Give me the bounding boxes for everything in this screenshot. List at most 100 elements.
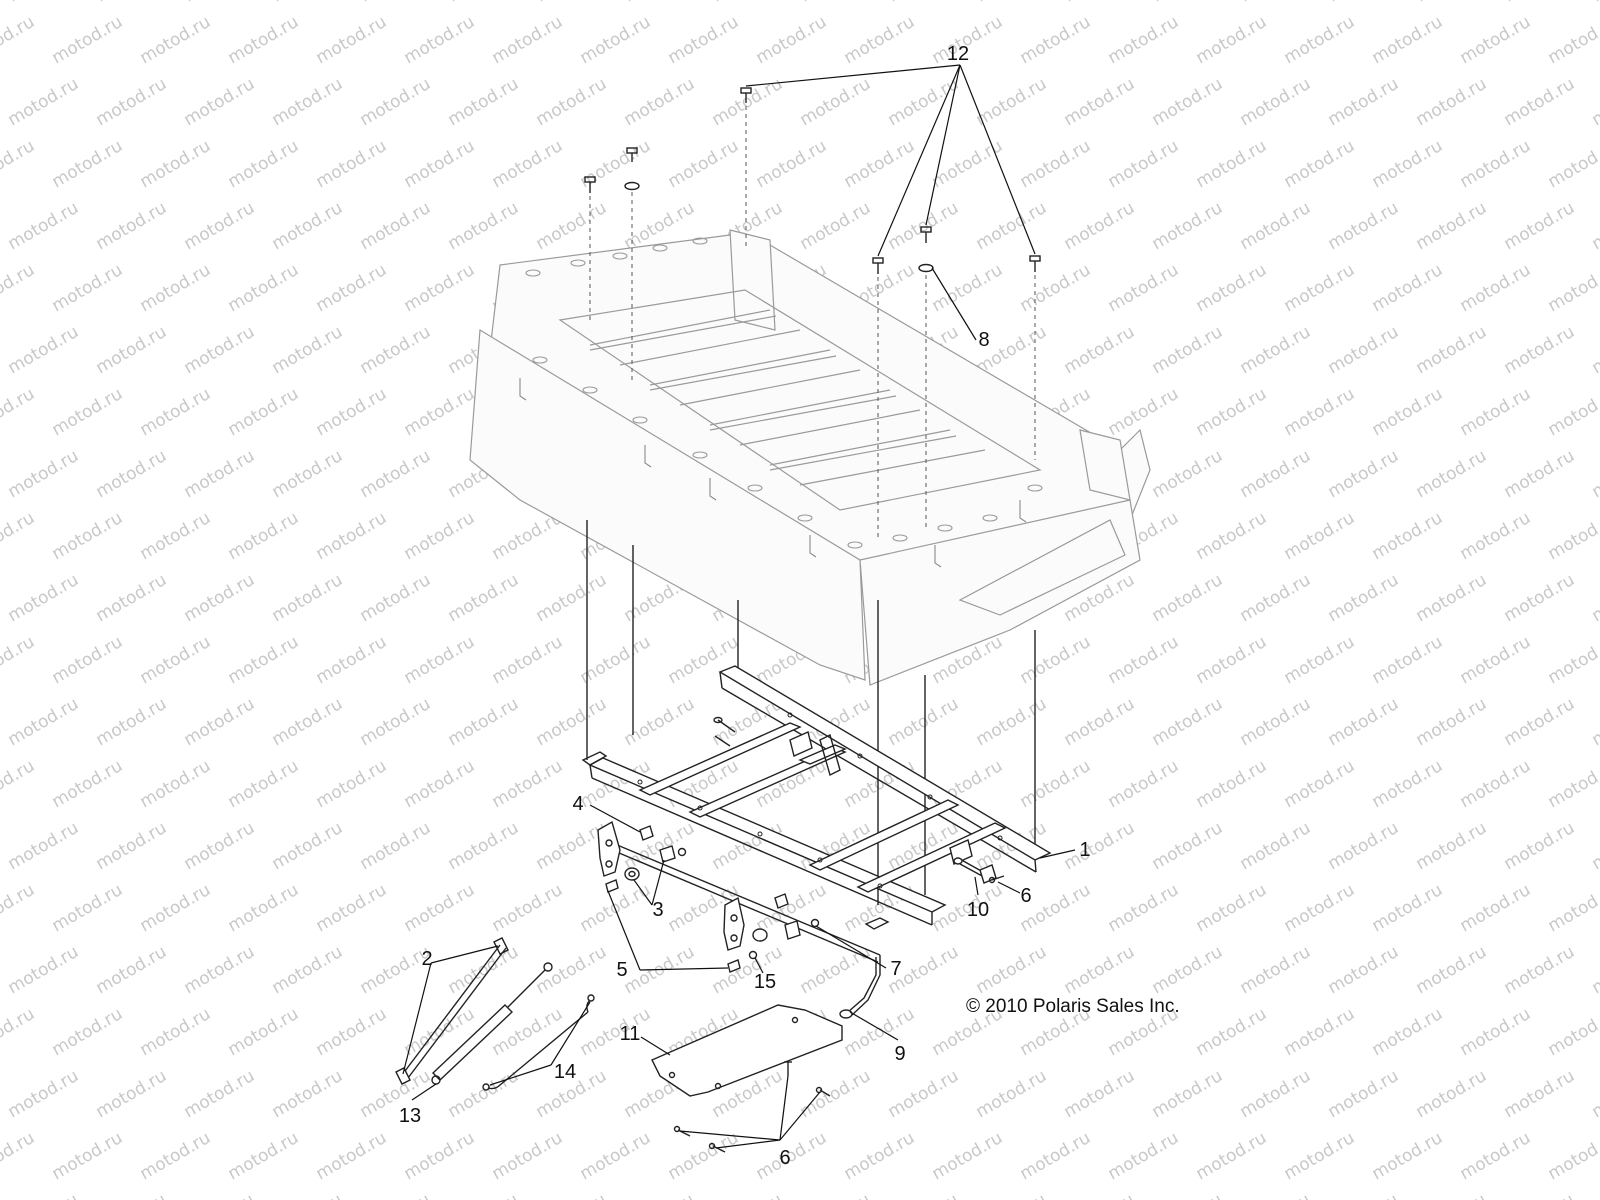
watermark-text: motod.ru bbox=[533, 570, 611, 626]
callout-14: 14 bbox=[554, 1061, 576, 1083]
watermark-text: motod.ru bbox=[533, 1190, 611, 1200]
watermark-text: motod.ru bbox=[269, 570, 347, 626]
watermark-text: motod.ru bbox=[313, 756, 391, 812]
watermark-text: motod.ru bbox=[181, 694, 259, 750]
watermark-text: motod.ru bbox=[93, 0, 171, 6]
watermark-text: motod.ru bbox=[1545, 12, 1600, 68]
watermark-text: motod.ru bbox=[1501, 322, 1579, 378]
watermark-text: motod.ru bbox=[665, 136, 743, 192]
watermark-text: motod.ru bbox=[445, 942, 523, 998]
watermark-text: motod.ru bbox=[93, 818, 171, 874]
watermark-text: motod.ru bbox=[445, 0, 523, 6]
watermark-text: motod.ru bbox=[489, 12, 567, 68]
watermark-text: motod.ru bbox=[1281, 508, 1359, 564]
watermark-text: motod.ru bbox=[49, 1128, 127, 1184]
watermark-text: motod.ru bbox=[1017, 136, 1095, 192]
watermark-text: motod.ru bbox=[181, 198, 259, 254]
watermark-text: motod.ru bbox=[0, 136, 38, 192]
watermark-text: motod.ru bbox=[1457, 508, 1535, 564]
watermark-text: motod.ru bbox=[885, 1190, 963, 1200]
watermark-text: motod.ru bbox=[225, 508, 303, 564]
watermark-text: motod.ru bbox=[1237, 446, 1315, 502]
watermark-text: motod.ru bbox=[49, 880, 127, 936]
watermark-text: motod.ru bbox=[1545, 1004, 1600, 1060]
watermark-text: motod.ru bbox=[1457, 136, 1535, 192]
watermark-text: motod.ru bbox=[885, 0, 963, 6]
pivot-bolt-10 bbox=[953, 857, 997, 884]
watermark-text: motod.ru bbox=[181, 1190, 259, 1200]
watermark-text: motod.ru bbox=[1149, 74, 1227, 130]
watermark-text: motod.ru bbox=[137, 384, 215, 440]
screw-set-6-lower bbox=[673, 1061, 831, 1153]
watermark-text: motod.ru bbox=[1589, 198, 1600, 254]
watermark-text: motod.ru bbox=[5, 0, 83, 6]
watermark-text: motod.ru bbox=[1149, 446, 1227, 502]
watermark-text: motod.ru bbox=[1413, 1066, 1491, 1122]
cargo-box bbox=[469, 229, 1151, 686]
watermark-text: motod.ru bbox=[709, 74, 787, 130]
watermark-text: motod.ru bbox=[137, 508, 215, 564]
watermark-text: motod.ru bbox=[1017, 1128, 1095, 1184]
watermark-text: motod.ru bbox=[1061, 0, 1139, 6]
watermark-text: motod.ru bbox=[445, 1066, 523, 1122]
watermark-text: motod.ru bbox=[1105, 12, 1183, 68]
watermark-text: motod.ru bbox=[1017, 12, 1095, 68]
watermark-text: motod.ru bbox=[137, 756, 215, 812]
watermark-text: motod.ru bbox=[313, 1004, 391, 1060]
callout-15: 15 bbox=[754, 971, 776, 993]
watermark-text: motod.ru bbox=[1589, 1066, 1600, 1122]
watermark-text: motod.ru bbox=[1545, 260, 1600, 316]
watermark-text: motod.ru bbox=[1369, 880, 1447, 936]
watermark-text: motod.ru bbox=[49, 12, 127, 68]
callout-1: 1 bbox=[1079, 839, 1090, 861]
watermark-text: motod.ru bbox=[5, 1190, 83, 1200]
watermark-text: motod.ru bbox=[49, 384, 127, 440]
watermark-text: motod.ru bbox=[1545, 1128, 1600, 1184]
watermark-text: motod.ru bbox=[1325, 942, 1403, 998]
watermark-text: motod.ru bbox=[1325, 446, 1403, 502]
bolt-set-12 bbox=[584, 87, 1041, 274]
watermark-text: motod.ru bbox=[929, 260, 1007, 316]
watermark-text: motod.ru bbox=[1281, 880, 1359, 936]
watermark-text: motod.ru bbox=[1237, 74, 1315, 130]
watermark-text: motod.ru bbox=[313, 260, 391, 316]
watermark-text: motod.ru bbox=[1193, 12, 1271, 68]
watermark-text: motod.ru bbox=[313, 1128, 391, 1184]
watermark-text: motod.ru bbox=[885, 694, 963, 750]
watermark-text: motod.ru bbox=[269, 1190, 347, 1200]
watermark-text: motod.ru bbox=[1413, 446, 1491, 502]
watermark-text: motod.ru bbox=[797, 0, 875, 6]
callout-6-lower: 6 bbox=[779, 1147, 790, 1169]
watermark-text: motod.ru bbox=[1589, 942, 1600, 998]
watermark-text: motod.ru bbox=[445, 570, 523, 626]
watermark-text: motod.ru bbox=[1413, 942, 1491, 998]
watermark-text: motod.ru bbox=[181, 446, 259, 502]
watermark-text: motod.ru bbox=[1237, 818, 1315, 874]
watermark-text: motod.ru bbox=[1325, 818, 1403, 874]
watermark-text: motod.ru bbox=[225, 756, 303, 812]
watermark-text: motod.ru bbox=[5, 322, 83, 378]
watermark-text: motod.ru bbox=[1105, 632, 1183, 688]
watermark-text: motod.ru bbox=[225, 136, 303, 192]
watermark-text: motod.ru bbox=[577, 12, 655, 68]
watermark-text: motod.ru bbox=[1369, 756, 1447, 812]
watermark-text: motod.ru bbox=[973, 198, 1051, 254]
watermark-text: motod.ru bbox=[665, 632, 743, 688]
watermark-text: motod.ru bbox=[137, 880, 215, 936]
watermark-text: motod.ru bbox=[137, 1004, 215, 1060]
watermark-text: motod.ru bbox=[269, 694, 347, 750]
watermark-text: motod.ru bbox=[181, 818, 259, 874]
watermark-text: motod.ru bbox=[225, 384, 303, 440]
watermark-text: motod.ru bbox=[1017, 756, 1095, 812]
hinge-assembly bbox=[597, 820, 881, 973]
watermark-text: motod.ru bbox=[1457, 1004, 1535, 1060]
watermark-text: motod.ru bbox=[1193, 260, 1271, 316]
watermark-text: motod.ru bbox=[401, 1128, 479, 1184]
watermark-text: motod.ru bbox=[533, 198, 611, 254]
watermark-text: motod.ru bbox=[885, 74, 963, 130]
watermark-text: motod.ru bbox=[1105, 384, 1183, 440]
watermark-text: motod.ru bbox=[1281, 1128, 1359, 1184]
watermark-text: motod.ru bbox=[1501, 446, 1579, 502]
